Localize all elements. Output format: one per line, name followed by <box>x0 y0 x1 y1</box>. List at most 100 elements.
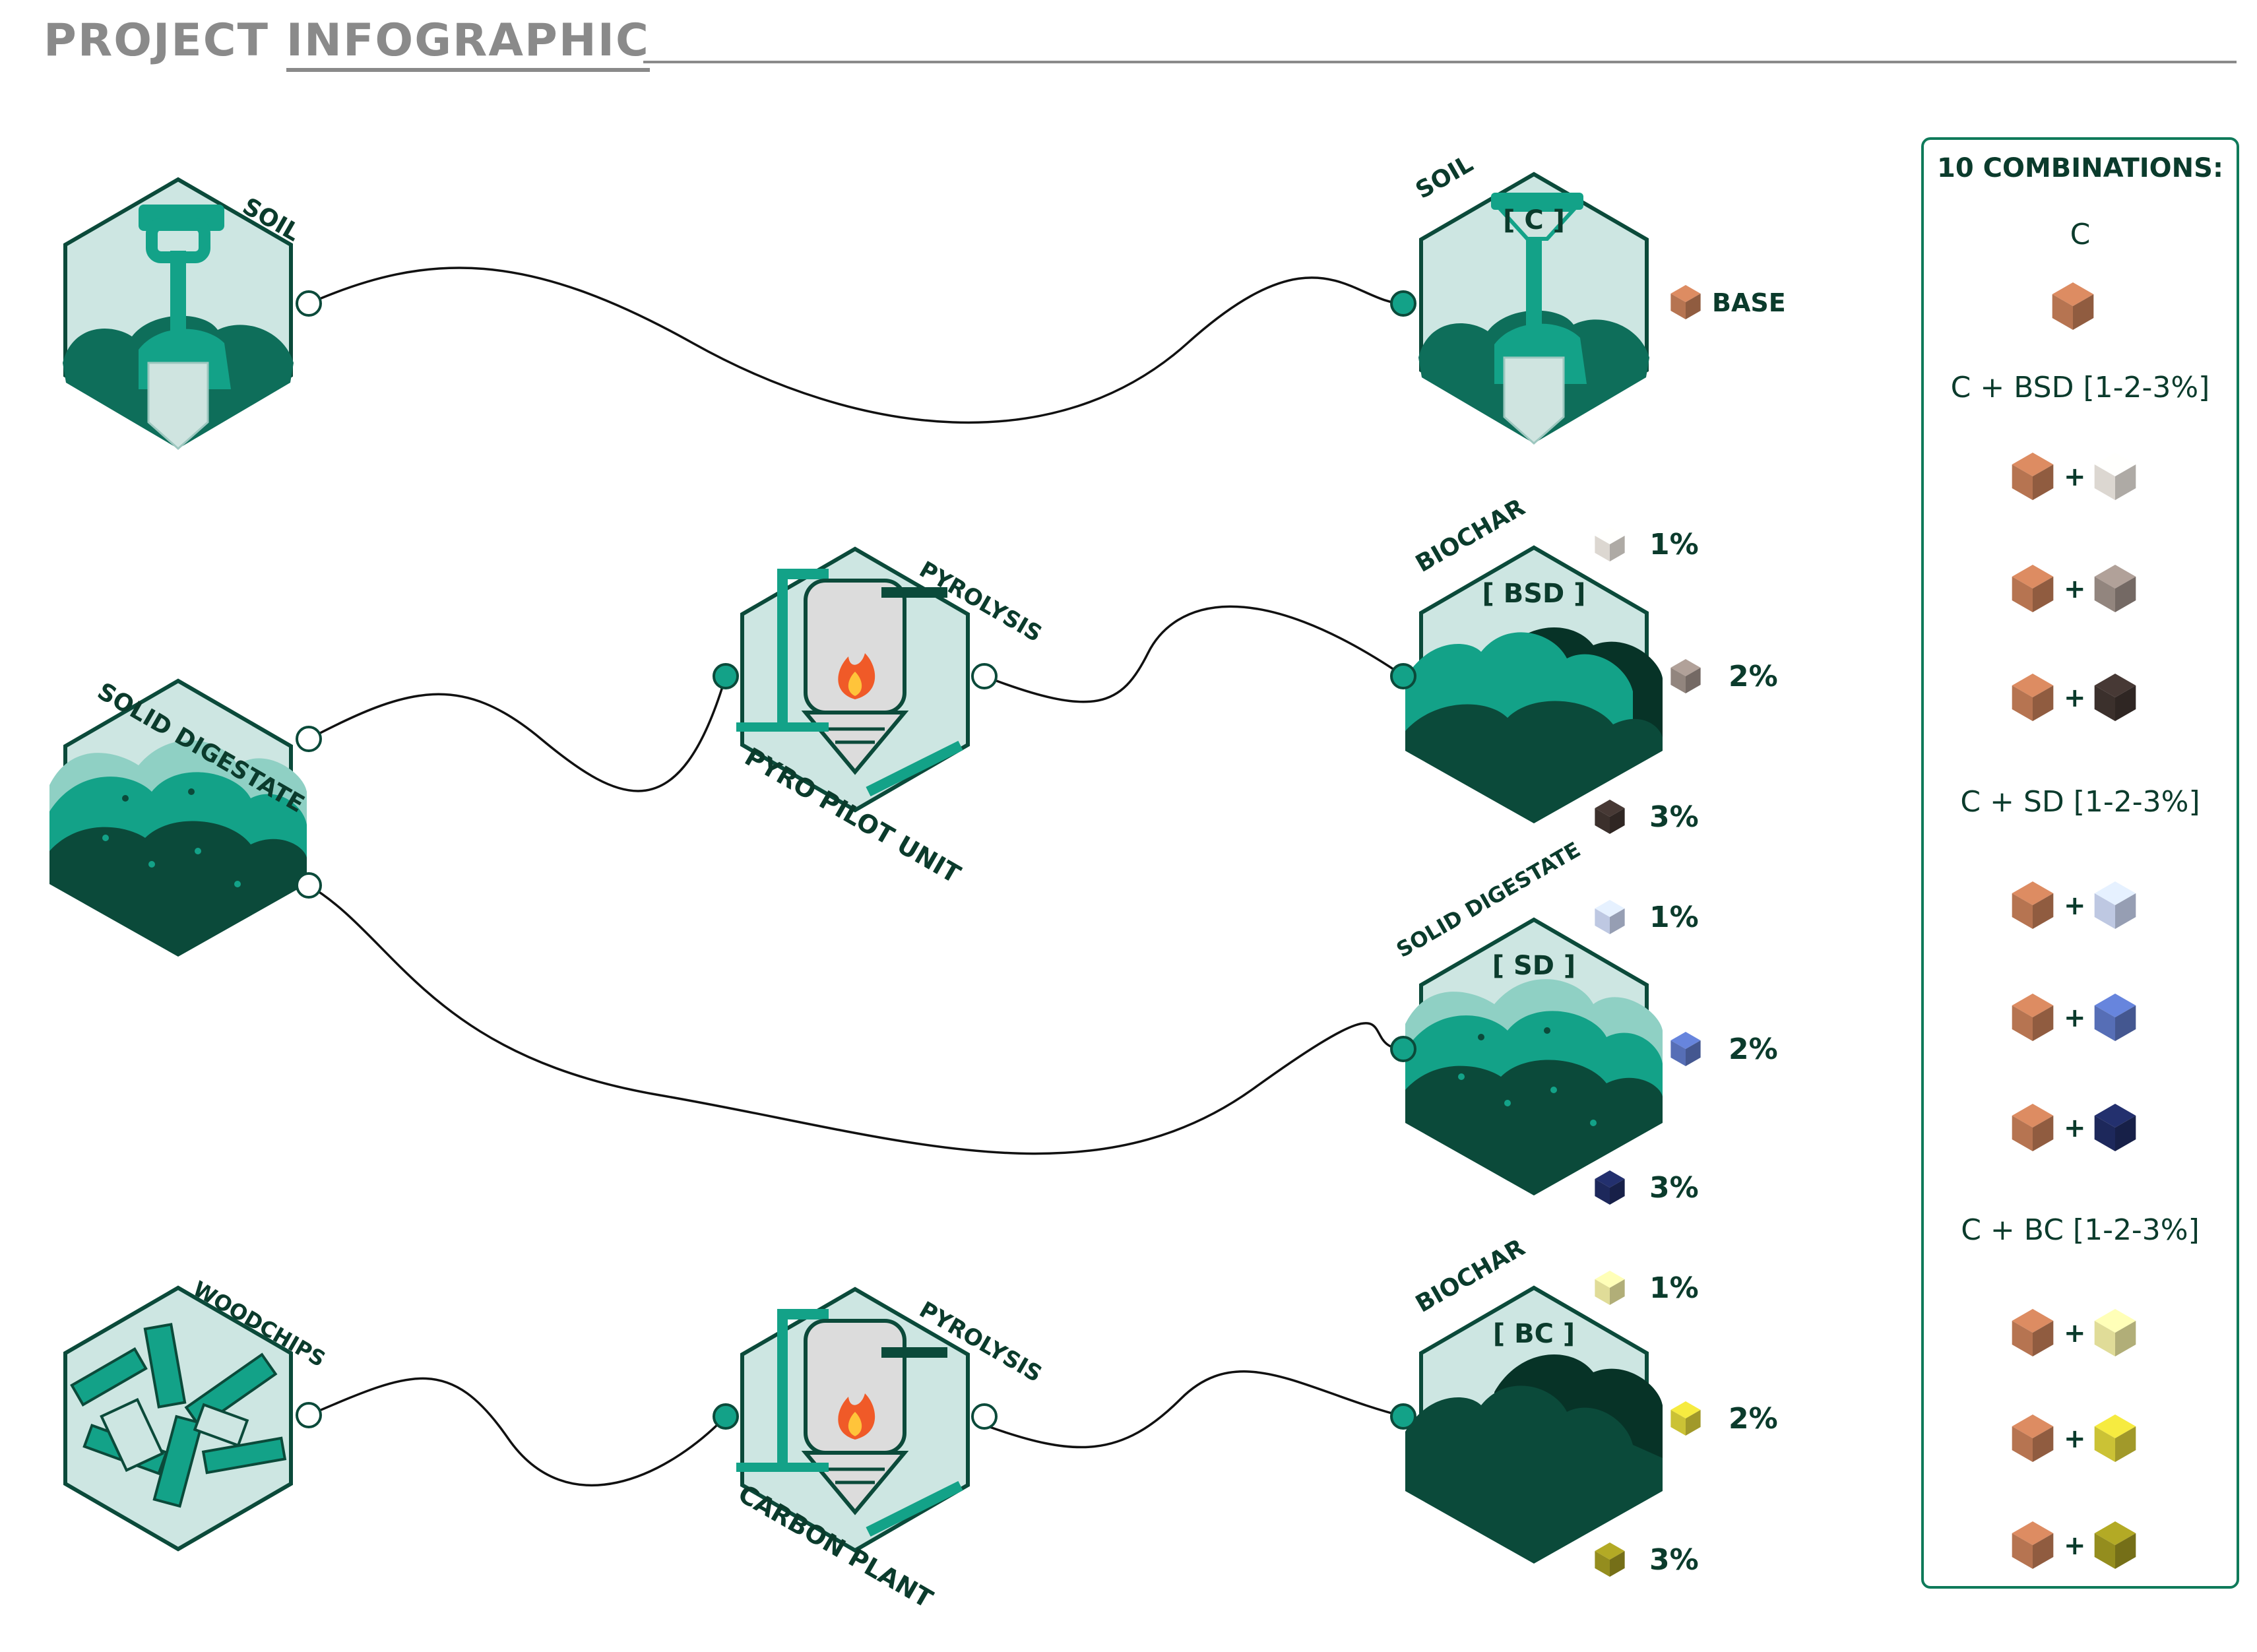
combo-plus: + <box>2064 1531 2086 1561</box>
combo-base-cube-icon <box>2052 282 2094 330</box>
combo-soil-cube-icon <box>2012 1104 2054 1151</box>
link-pyrolysis-to-bc <box>984 1370 1405 1449</box>
combo-soil-cube-icon <box>2012 565 2054 612</box>
soil-output-node: [ C ] SOIL <box>1390 150 1649 445</box>
combo-amendment-cube-icon <box>2094 1104 2136 1151</box>
pyrolysis-carbon-plant-node: PYROLYSIS CARBON PLANT <box>713 1287 1046 1614</box>
sd-level-label: 1% <box>1649 901 1699 934</box>
connections <box>308 267 1405 1487</box>
input-port[interactable] <box>1390 290 1416 317</box>
node-code: [ BC ] <box>1493 1319 1575 1349</box>
shovel-icon <box>63 205 294 451</box>
input-port[interactable] <box>713 663 739 689</box>
link-digestate-to-sd <box>308 884 1405 1155</box>
output-port-top[interactable] <box>296 726 322 752</box>
input-port[interactable] <box>1390 663 1416 689</box>
link-digestate-to-pyrolysis <box>308 676 727 792</box>
bsd-level-cube-icon <box>1595 527 1625 561</box>
combo-amendment-cube-icon <box>2094 453 2136 500</box>
output-port-bottom[interactable] <box>296 872 322 899</box>
output-port[interactable] <box>971 663 998 689</box>
pyrolysis-reactor-icon <box>736 569 963 797</box>
bsd-level-label: 1% <box>1649 528 1699 561</box>
combo-plus: + <box>2064 462 2086 492</box>
woodchips-source-node: WOODCHIPS <box>63 1276 330 1552</box>
shovel-icon <box>1418 193 1649 445</box>
combo-plus: + <box>2064 1003 2086 1033</box>
link-pyrolysis-to-bsd <box>984 605 1405 703</box>
output-port[interactable] <box>971 1403 998 1430</box>
combo-plus: + <box>2064 1424 2086 1454</box>
combo-plus: + <box>2064 683 2086 713</box>
solid-digestate-output-node: [ SD ] SOLID DIGESTATE <box>1390 837 1663 1195</box>
combo-amendment-cube-icon <box>2094 674 2136 721</box>
bsd-level-label: 3% <box>1649 800 1699 834</box>
input-port[interactable] <box>1390 1036 1416 1062</box>
biochar-pile-icon <box>1405 1354 1663 1564</box>
bc-level-label: 3% <box>1649 1543 1699 1577</box>
combo-plus: + <box>2064 1113 2086 1143</box>
title-part-2: INFOGRAPHIC <box>286 15 650 72</box>
pyrolysis-reactor-icon <box>736 1309 963 1537</box>
combo-soil-cube-icon <box>2012 453 2054 500</box>
combo-soil-cube-icon <box>2012 994 2054 1041</box>
sd-level-label: 2% <box>1729 1032 1778 1066</box>
biochar-bsd-node: [ BSD ] BIOCHAR <box>1390 493 1663 823</box>
combo-amendment-cube-icon <box>2094 565 2136 612</box>
combo-amendment-cube-icon <box>2094 994 2136 1041</box>
biochar-bc-node: [ BC ] BIOCHAR <box>1390 1234 1663 1564</box>
pyrolysis-pyro-pilot-node: PYROLYSIS PYRO PILOT UNIT <box>713 546 1046 889</box>
combo-plus: + <box>2064 574 2086 604</box>
combo-plus: + <box>2064 891 2086 921</box>
digestate-pile-icon <box>49 740 307 957</box>
bc-level-cube-icon <box>1595 1542 1625 1577</box>
bsd-level-cube-icon <box>1670 659 1701 693</box>
link-soil-to-soil <box>308 267 1405 424</box>
level-label-base: BASE <box>1712 288 1786 317</box>
title-part-1: PROJECT <box>44 15 270 67</box>
combo-soil-cube-icon <box>2012 1414 2054 1462</box>
bc-level-cube-icon <box>1670 1401 1701 1436</box>
soil-source-node: SOIL <box>63 177 322 451</box>
node-code: [ C ] <box>1503 205 1565 236</box>
sd-level-cube-icon <box>1670 1032 1701 1066</box>
node-label: SOIL <box>1411 150 1478 205</box>
combo-amendment-cube-icon <box>2094 1309 2136 1356</box>
output-port[interactable] <box>296 290 322 317</box>
group-label-c: C <box>2070 218 2091 251</box>
combo-soil-cube-icon <box>2012 1521 2054 1569</box>
combo-amendment-cube-icon <box>2094 1521 2136 1569</box>
title-rule <box>643 61 2237 63</box>
flow-diagram: SOIL SOLID DIGESTATE <box>49 150 1786 1614</box>
woodchips-icon <box>70 1323 287 1508</box>
output-port[interactable] <box>296 1402 322 1428</box>
digestate-pile-icon <box>1405 979 1663 1195</box>
bc-level-cube-icon <box>1595 1271 1625 1305</box>
combo-soil-cube-icon <box>2012 881 2054 929</box>
combo-soil-cube-icon <box>2012 1309 2054 1356</box>
bsd-level-cube-icon <box>1595 800 1625 834</box>
bc-level-label: 1% <box>1649 1271 1699 1305</box>
group-label-c-bc: C + BC [1-2-3%] <box>1961 1213 2200 1247</box>
sd-level-cube-icon <box>1595 900 1625 934</box>
combinations-title: 10 COMBINATIONS: <box>1937 153 2223 183</box>
combo-amendment-cube-icon <box>2094 1414 2136 1462</box>
combinations-swatches: +++++++++ <box>2012 282 2136 1569</box>
combo-soil-cube-icon <box>2012 674 2054 721</box>
base-cube-icon <box>1670 285 1701 319</box>
link-woodchips-to-pyrolysis <box>308 1377 727 1487</box>
combinations-panel: 10 COMBINATIONS: C C + BSD [1-2-3%] C + … <box>1921 137 2239 1589</box>
biochar-pile-icon <box>1405 627 1663 823</box>
bsd-level-label: 2% <box>1729 660 1778 693</box>
group-label-c-bsd: C + BSD [1-2-3%] <box>1950 371 2210 404</box>
node-code: [ BSD ] <box>1482 579 1586 609</box>
input-port[interactable] <box>713 1403 739 1430</box>
sd-level-cube-icon <box>1595 1170 1625 1205</box>
combo-amendment-cube-icon <box>2094 881 2136 929</box>
group-label-c-sd: C + SD [1-2-3%] <box>1960 785 2200 819</box>
input-port[interactable] <box>1390 1403 1416 1430</box>
solid-digestate-source-node: SOLID DIGESTATE <box>49 678 322 957</box>
page-title: PROJECT INFOGRAPHIC <box>44 15 650 72</box>
